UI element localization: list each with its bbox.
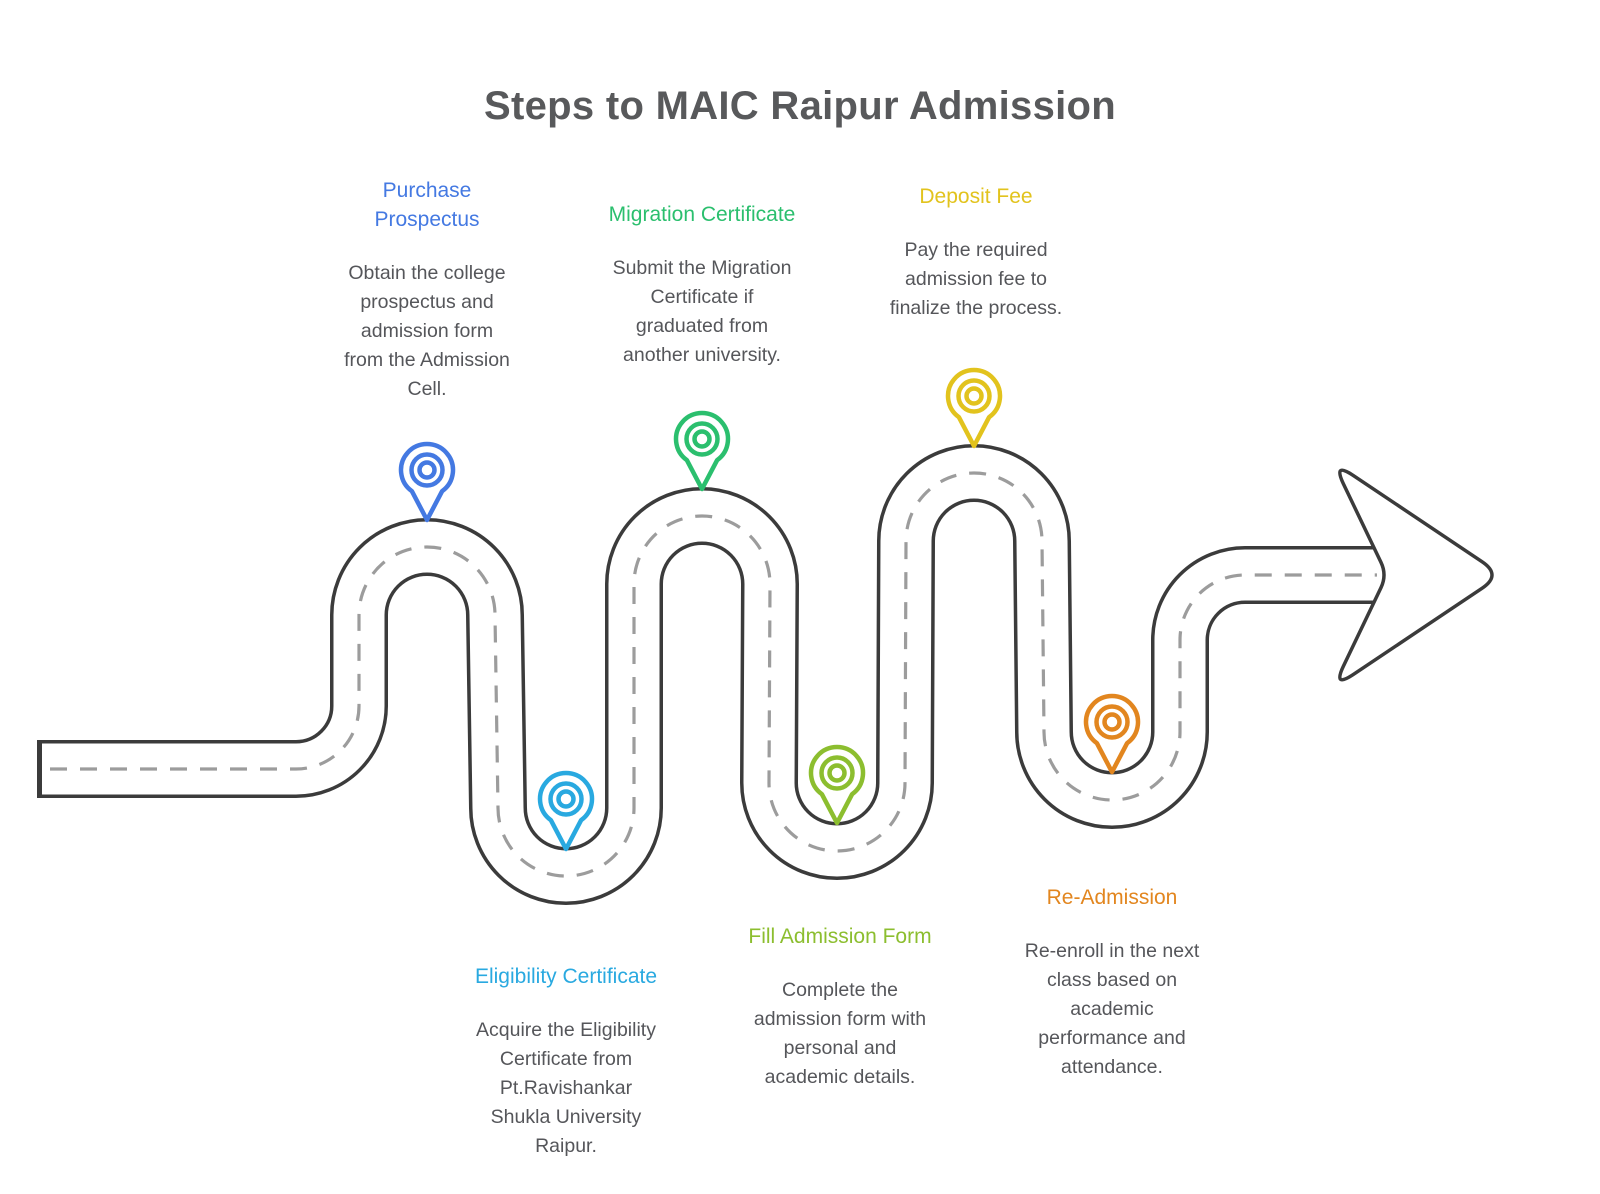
orange-location-pin-icon [1086, 696, 1138, 772]
road-center-dashed-line [50, 471, 1377, 878]
yellow-location-pin-icon [948, 370, 1000, 446]
step-description: Obtain the college prospectus and admiss… [344, 262, 510, 400]
step-title: Purchase Prospectus [374, 179, 480, 231]
step-purchase-prospectus: Purchase Prospectus Obtain the college p… [322, 176, 532, 404]
step-migration-certificate: Migration Certificate Submit the Migrati… [582, 200, 822, 370]
lime-location-pin-icon [811, 747, 863, 823]
green-location-pin-icon [676, 413, 728, 489]
step-title: Re-Admission [1046, 886, 1178, 909]
cyan-location-pin-icon [540, 773, 592, 849]
step-description: Pay the required admission fee to finali… [889, 239, 1063, 319]
step-description: Submit the Migration Certificate if grad… [612, 257, 792, 366]
road-surface [42, 447, 1398, 902]
step-fill-admission-form: Fill Admission Form Complete the admissi… [720, 922, 960, 1092]
step-title: Fill Admission Form [748, 925, 932, 948]
step-deposit-fee: Deposit Fee Pay the required admission f… [861, 182, 1091, 323]
step-title: Eligibility Certificate [474, 965, 658, 988]
step-eligibility-certificate: Eligibility Certificate Acquire the Elig… [446, 962, 686, 1161]
step-title: Migration Certificate [608, 203, 796, 226]
blue-location-pin-icon [401, 444, 453, 520]
arrow-icon [1338, 468, 1494, 682]
step-title: Deposit Fee [919, 185, 1033, 208]
step-description: Acquire the Eligibility Certificate from… [476, 1019, 656, 1157]
page-title: Steps to MAIC Raipur Admission [483, 84, 1116, 128]
step-description: Complete the admission form with persona… [753, 979, 927, 1088]
step-re-admission: Re-Admission Re-enroll in the next class… [997, 883, 1227, 1082]
step-description: Re-enroll in the next class based on aca… [1024, 940, 1200, 1078]
